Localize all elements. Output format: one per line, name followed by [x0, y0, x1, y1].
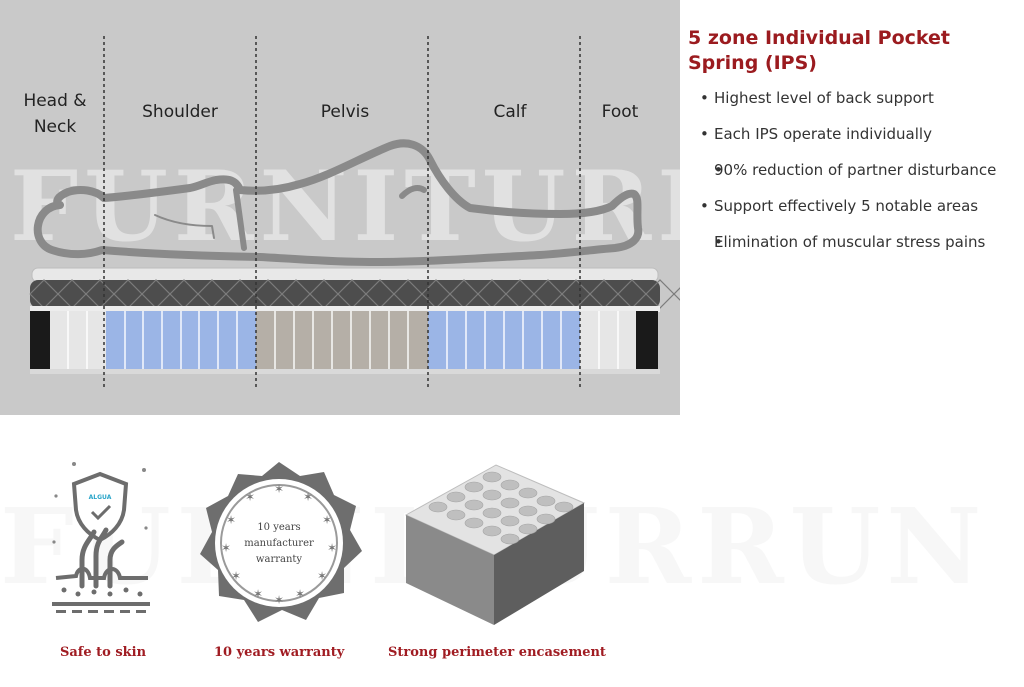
list-item: •Support effectively 5 notable areas [700, 194, 1018, 218]
zone-label-foot: Foot [601, 102, 639, 122]
zone-label-pelvis: Pelvis [320, 102, 370, 122]
zone-diagram: FURNITURRUN [0, 0, 680, 415]
svg-text:✶: ✶ [274, 593, 284, 607]
zone-label-calf: Calf [493, 102, 527, 122]
svg-text:✶: ✶ [231, 569, 241, 583]
pillow-top-pad [31, 267, 659, 283]
warranty-badge: ✶✶✶ ✶✶✶ ✶✶✶ ✶✶✶ [194, 458, 364, 628]
safe-to-skin-label: Safe to skin [59, 645, 147, 660]
svg-text:✶: ✶ [327, 541, 337, 555]
zone-label-head-neck: Head & Neck [23, 91, 87, 137]
svg-text:✶: ✶ [226, 513, 236, 527]
warranty-seal-text: 10 years manufacturer warranty [244, 522, 314, 565]
svg-text:✶: ✶ [274, 482, 284, 496]
list-item: •Highest level of back support [700, 86, 1018, 110]
bullet: • [700, 197, 709, 215]
feature-panel: 5 zone Individual Pocket Spring (IPS) •H… [688, 26, 1018, 266]
zone-dividers [103, 36, 581, 388]
shield-skin-icon [52, 462, 150, 613]
spring-block-icon [404, 464, 586, 625]
bullet: • [714, 233, 723, 251]
bullet: • [714, 161, 723, 179]
bullet: • [700, 89, 709, 107]
mattress-illustration [29, 36, 680, 388]
quilted-band [29, 279, 680, 309]
bullet: • [700, 125, 709, 143]
list-item: •Each IPS operate individually [700, 122, 1018, 146]
perimeter-badge [400, 455, 590, 630]
svg-text:✶: ✶ [317, 569, 327, 583]
warranty-label: 10 years warranty [214, 645, 345, 660]
svg-text:✶: ✶ [295, 587, 305, 601]
safe-to-skin-badge [48, 460, 158, 620]
svg-text:✶: ✶ [322, 513, 332, 527]
svg-text:✶: ✶ [303, 490, 313, 504]
body-silhouette [33, 139, 643, 266]
perimeter-label: Strong perimeter encasement [388, 645, 606, 660]
svg-text:✶: ✶ [221, 541, 231, 555]
svg-text:✶: ✶ [253, 587, 263, 601]
spring-core [30, 311, 660, 374]
warranty-seal-icon: ✶✶✶ ✶✶✶ ✶✶✶ ✶✶✶ [200, 462, 362, 622]
list-item: •90% reduction of partner disturbance [700, 158, 1018, 182]
list-item: •Elimination of muscular stress pains [700, 230, 1018, 254]
feature-title: 5 zone Individual Pocket Spring (IPS) [688, 27, 950, 74]
zone-label-shoulder: Shoulder [142, 102, 218, 122]
algua-logo-text: ALGUA [88, 494, 112, 501]
svg-text:✶: ✶ [245, 490, 255, 504]
feature-list: •Highest level of back support •Each IPS… [688, 86, 1018, 254]
